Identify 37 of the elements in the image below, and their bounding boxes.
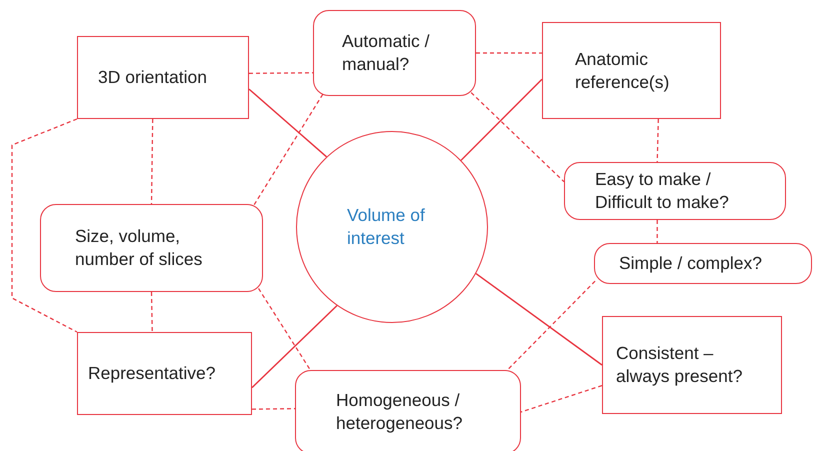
node-label: Size, volume, number of slices xyxy=(75,225,204,271)
node-label: Homogeneous / heterogeneous? xyxy=(336,389,464,435)
node-label: Easy to make / Difficult to make? xyxy=(595,168,730,214)
dashed-connector xyxy=(150,119,154,204)
node-label: Volume of interest xyxy=(347,204,426,250)
process-box xyxy=(77,332,252,415)
connector-line xyxy=(460,78,542,161)
process-box xyxy=(542,22,721,119)
node-label: Anatomic reference(s) xyxy=(575,48,670,94)
dashed-connector xyxy=(254,94,324,206)
node-label: Consistent – always present? xyxy=(616,342,744,388)
dashed-connector xyxy=(656,220,658,243)
process-box xyxy=(602,316,782,414)
dashed-connector xyxy=(656,118,659,162)
node-label: Simple / complex? xyxy=(619,252,762,275)
dashed-connector xyxy=(150,292,153,332)
dashed-connector xyxy=(249,72,313,74)
dashed-connector xyxy=(470,92,564,182)
node-label: 3D orientation xyxy=(98,66,207,89)
rounded-box xyxy=(295,370,521,451)
rounded-box xyxy=(313,10,476,96)
connector-line xyxy=(252,305,338,388)
connector-line xyxy=(248,88,327,158)
node-label: Representative? xyxy=(88,362,216,385)
node-label: Automatic / manual? xyxy=(342,30,431,76)
dashed-connector xyxy=(258,288,312,372)
dashed-connector xyxy=(520,385,602,413)
connector-line xyxy=(476,272,602,366)
dashed-connector xyxy=(507,280,596,370)
circle-node xyxy=(296,131,488,323)
dashed-connector xyxy=(476,52,542,54)
rounded-box xyxy=(40,204,263,292)
dashed-connector xyxy=(11,118,78,333)
process-box xyxy=(77,36,249,119)
dashed-connector xyxy=(252,408,295,410)
rounded-box xyxy=(564,162,786,220)
rounded-box xyxy=(594,243,812,284)
